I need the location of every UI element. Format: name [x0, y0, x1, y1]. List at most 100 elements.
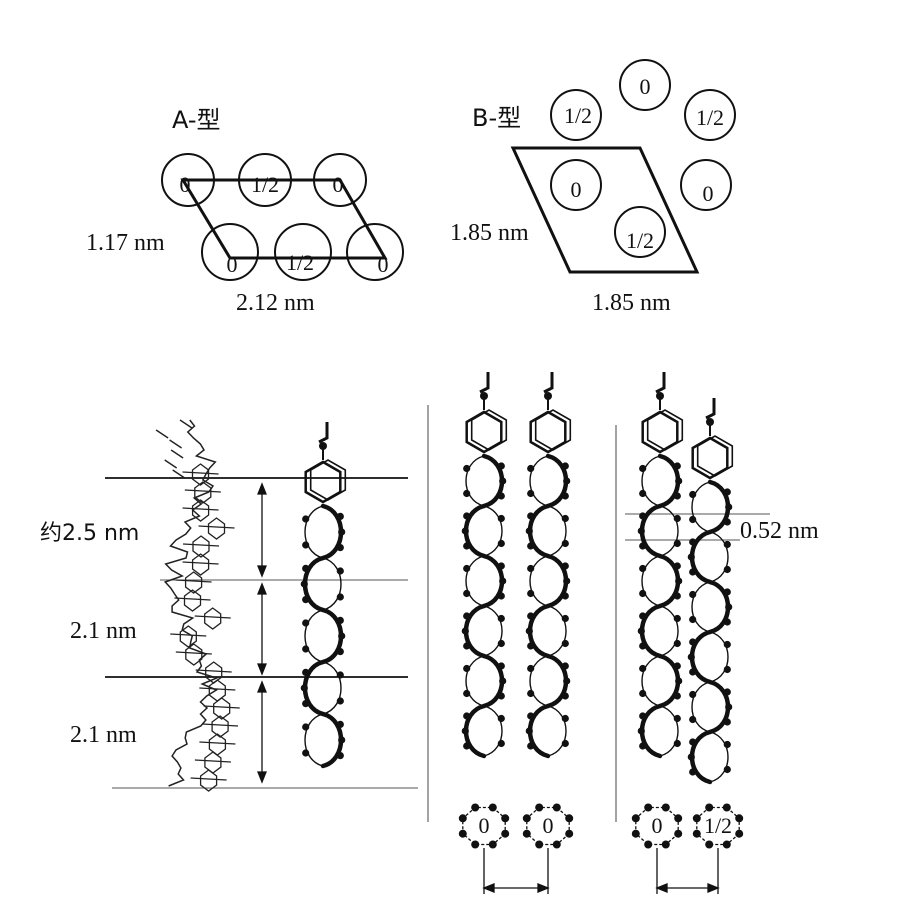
helix-atom-dot: [723, 740, 731, 749]
stick-bond: [170, 449, 184, 459]
helix-atom-dot: [336, 616, 344, 625]
helix-atom-dot: [497, 539, 505, 548]
a-form-helix-circle: [346, 223, 404, 281]
helix-atom-dot: [461, 727, 469, 735]
stick-bond: [182, 471, 219, 475]
helix-atom-dot: [639, 589, 647, 598]
helix-atom-dot: [463, 612, 471, 620]
cross-section-label: 0: [652, 813, 663, 838]
a-form-helix-circle: [161, 153, 215, 207]
helix-atom-dot: [689, 738, 697, 746]
helix-atom-dot: [336, 697, 344, 705]
helix-atom-dot: [673, 614, 681, 623]
helix-atom-dot: [673, 662, 681, 670]
helix-atom-dot: [639, 512, 647, 520]
helix-atom-dot: [673, 714, 681, 723]
helix-strand-back: [529, 455, 549, 507]
helix-atom-dot: [302, 668, 310, 677]
helix-atom-dot: [673, 739, 681, 748]
helix-atom-dot: [563, 477, 571, 485]
helix-atom-dot: [639, 642, 647, 650]
cross-section-dot: [644, 840, 653, 849]
helix-strand-back: [709, 531, 729, 583]
helix-atom-dot: [463, 489, 471, 498]
helix-strand-back: [322, 661, 342, 715]
stick-bond: [198, 525, 235, 529]
b-form-dim-side: 1.85 nm: [450, 220, 529, 246]
helix-atom-dot: [637, 627, 645, 635]
helix-atom-dot: [463, 664, 471, 673]
helix-atom-dot: [463, 689, 471, 698]
stick-bond: [203, 705, 240, 709]
helix-strand-back: [304, 505, 324, 559]
a-form-helix-circle: [201, 223, 259, 281]
spacing-arrows: [482, 848, 720, 894]
helix-atom-dot: [689, 538, 697, 546]
helix-atom-dot: [675, 477, 683, 485]
stick-ring: [191, 553, 210, 576]
cross-section-dot: [552, 840, 561, 849]
helix-stem: [705, 398, 716, 420]
helix-atom-dot: [673, 562, 681, 570]
helix-atom-dot: [525, 727, 533, 735]
stick-bond: [169, 439, 182, 449]
helix-atom-dot: [561, 562, 569, 570]
cross-section-dot: [565, 814, 574, 823]
helix-atom-dot: [723, 665, 731, 674]
cross-section-dot: [458, 829, 467, 838]
helix-atom-dot: [563, 577, 571, 585]
helix-atom-dot: [302, 515, 310, 523]
segment-label-mid: 2.1 nm: [70, 618, 137, 644]
a-form-label: 0: [378, 252, 389, 277]
offset-double-helices: 0.52 nm: [625, 372, 819, 785]
cross-section-dot: [661, 840, 670, 849]
helix-atom-dot: [463, 742, 471, 750]
stick-ring: [183, 589, 202, 612]
stick-ring: [179, 625, 197, 648]
helix-atom-dot: [497, 739, 505, 748]
helix-strand-back: [304, 609, 324, 663]
cross-section-label: 0: [479, 813, 490, 838]
helix-atom-dot: [336, 671, 344, 679]
helix-atom-dot: [723, 565, 731, 574]
helix-atom-dot: [639, 489, 647, 498]
helix-atom-dot: [723, 618, 731, 626]
helix-atom-dot: [463, 589, 471, 598]
cross-section-dot: [644, 803, 653, 812]
helix-strand-back: [465, 455, 485, 507]
cross-section-dot: [735, 814, 744, 823]
a-form-dim-bottom: 2.12 nm: [236, 290, 315, 316]
helix-stem: [543, 372, 554, 394]
stick-bond: [194, 759, 231, 763]
helix-atom-dot: [689, 638, 697, 646]
helix-atom-dot: [687, 753, 695, 761]
b-form-label: 1/2: [626, 228, 654, 253]
b-form-label: 1/2: [564, 103, 592, 128]
b-form-title: B-型: [472, 104, 521, 132]
helix-atom-dot: [497, 662, 505, 670]
helix-strand-back: [304, 713, 324, 767]
b-form-label: 0: [703, 181, 714, 206]
stick-backbone: [163, 419, 219, 787]
helix-atom-dot: [689, 668, 697, 676]
helix-atom-dot: [723, 688, 731, 696]
cross-section-dot: [471, 803, 480, 812]
helix-atom-dot: [673, 492, 681, 500]
helix-atom-dot: [336, 512, 344, 521]
helix-atom-dot: [499, 477, 507, 485]
helix-atom-dot: [639, 542, 647, 550]
b-form-label: 0: [571, 177, 582, 202]
helix-atom-dot: [673, 692, 681, 700]
a-form-label: 0: [227, 252, 238, 277]
single-helix-section: 约2.5 nm 2.1 nm 2.1 nm: [40, 419, 418, 792]
helix-atom-dot: [463, 542, 471, 550]
helix-atom-dot: [561, 492, 569, 500]
stick-ring: [204, 607, 222, 630]
helix-atom-dot: [336, 752, 344, 760]
cross-section-dot: [674, 814, 683, 823]
cross-section-dot: [722, 803, 731, 812]
helix-atom-dot: [675, 677, 683, 685]
a-form-unit-cell: A-型 0 1/2 0 0 1/2 0 1.17 nm 2.12 nm: [86, 106, 404, 316]
cross-section-dot: [501, 829, 510, 838]
